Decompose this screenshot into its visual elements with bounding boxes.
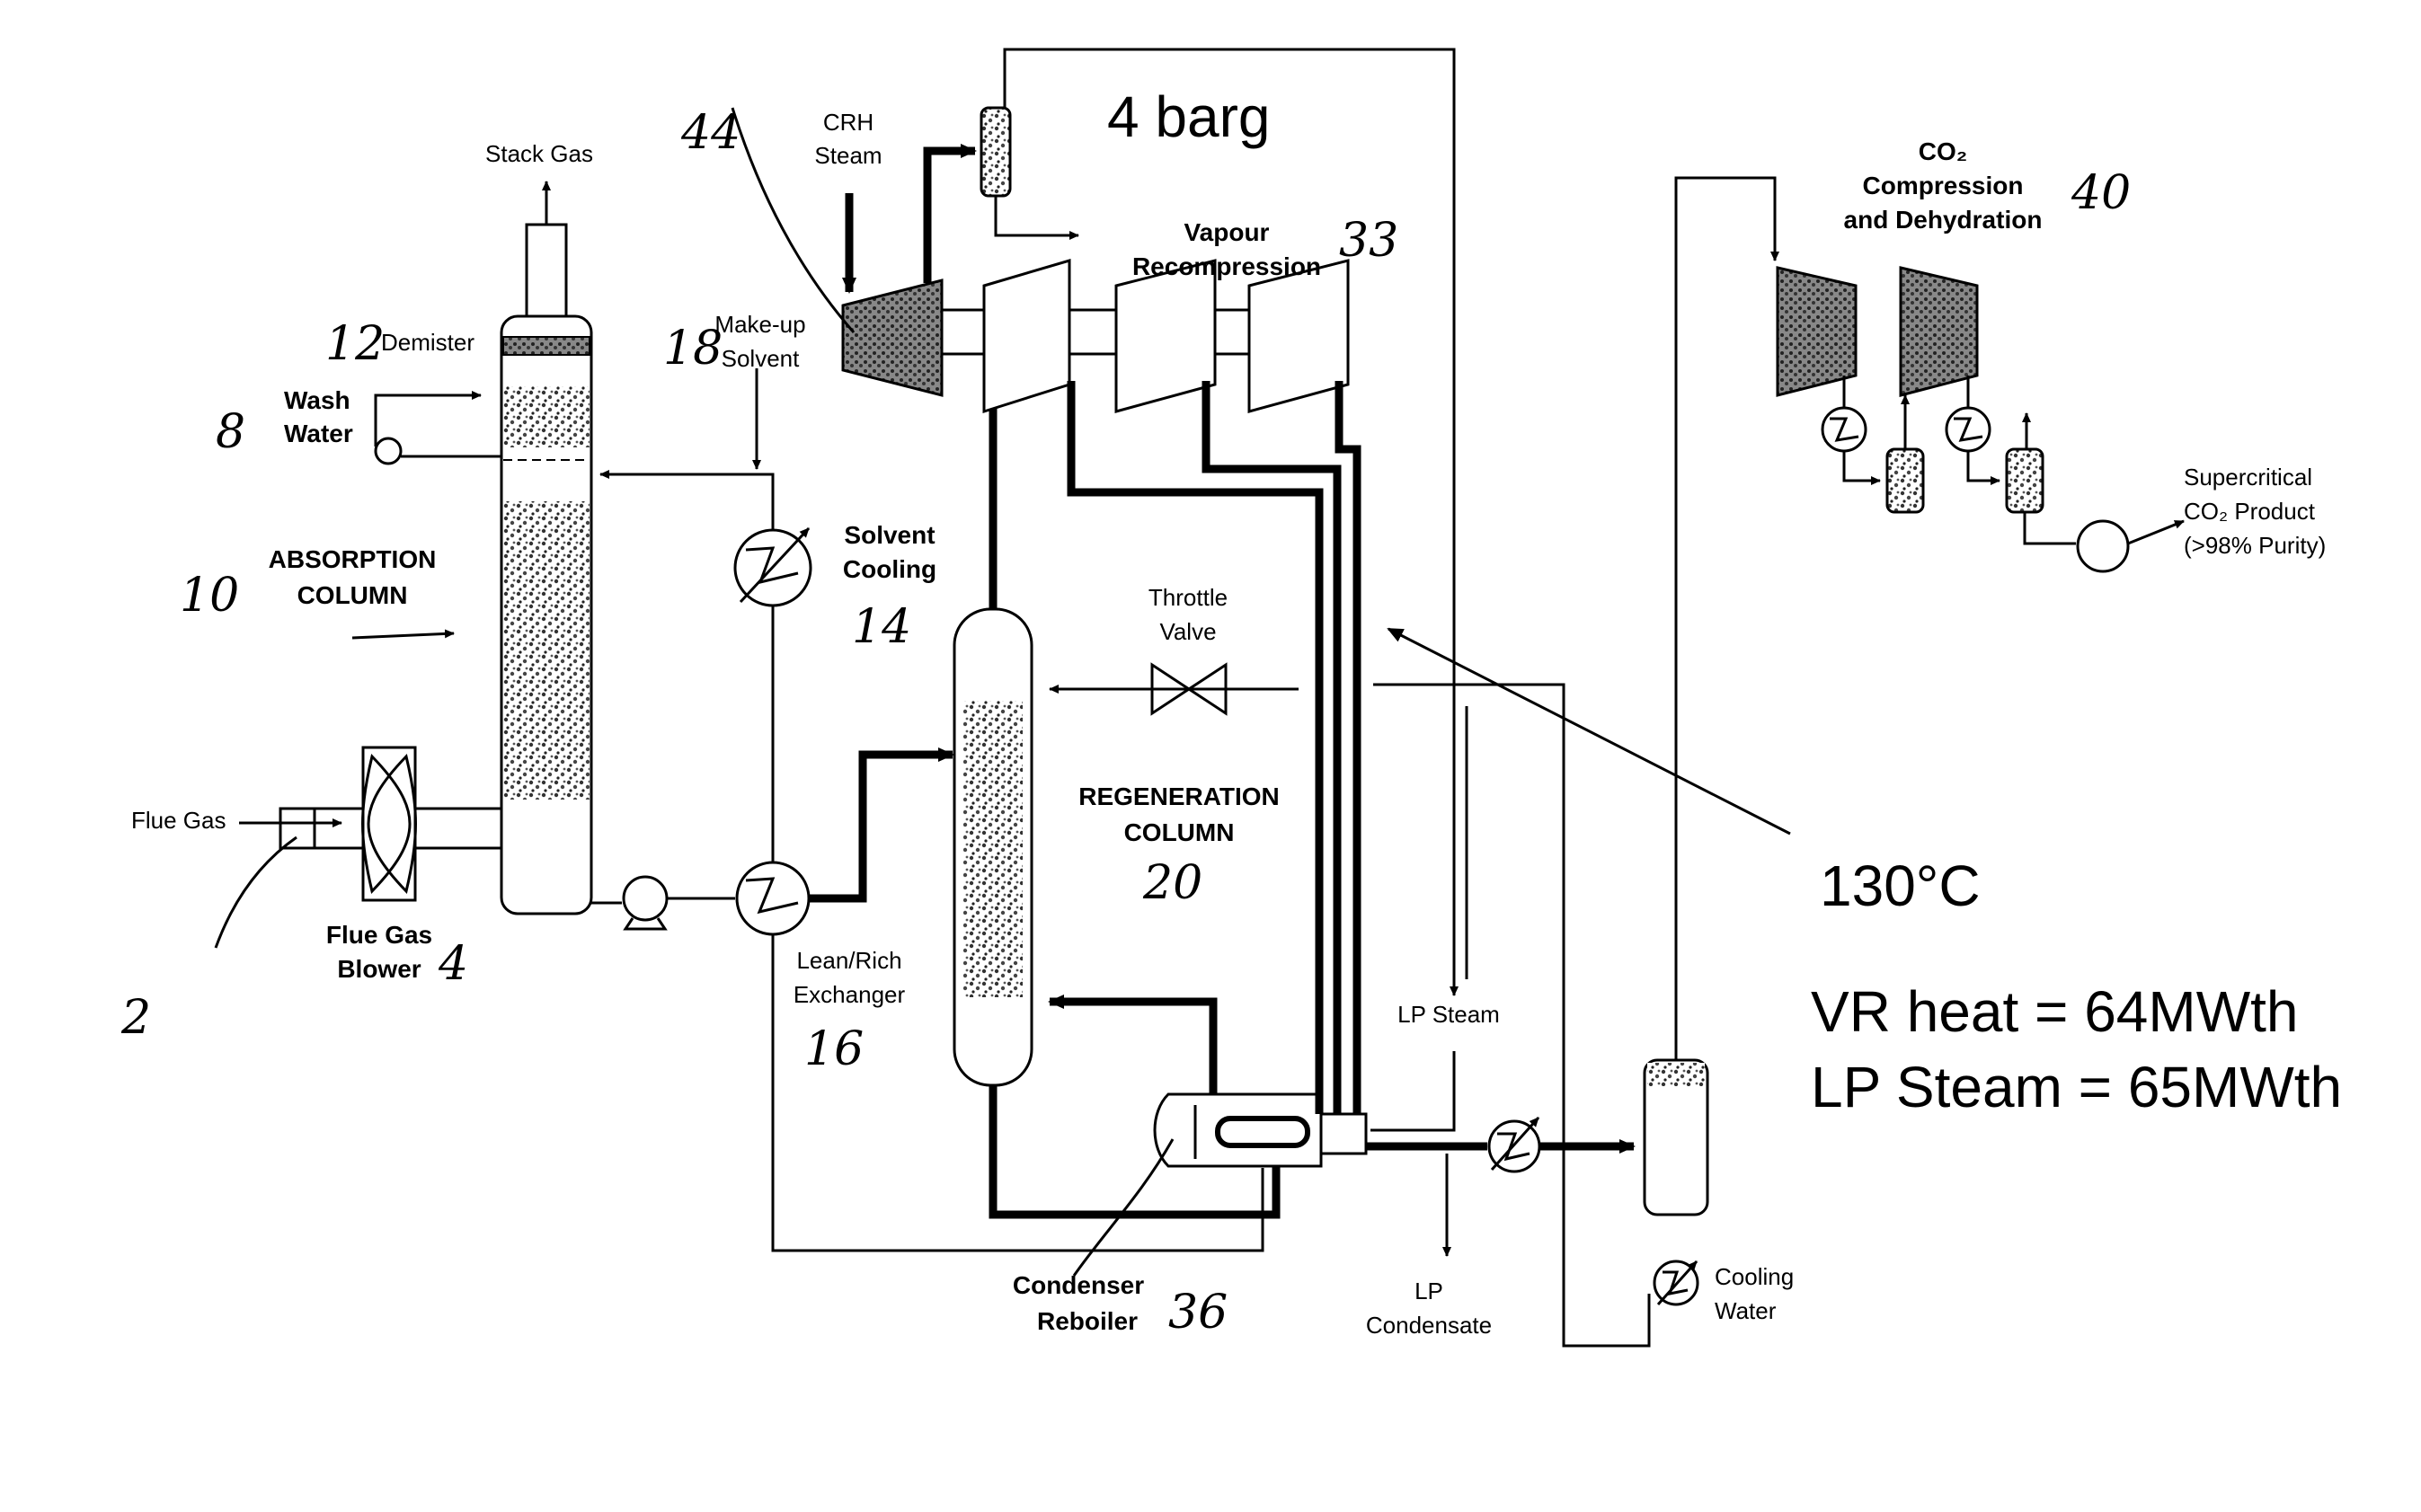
lean-rich-exchanger-label-1: Lean/Rich (796, 947, 901, 974)
stack-gas-label: Stack Gas (485, 140, 593, 167)
condenser-reboiler-label-1: Condenser (1013, 1271, 1144, 1299)
vr-heat-annotation: VR heat = 64MWth (1811, 979, 2298, 1044)
vapour-recompression-label-2: Recompression (1132, 252, 1321, 280)
regeneration-column-label-1: REGENERATION (1078, 783, 1280, 810)
wash-water-pump (376, 395, 501, 464)
knock-out-drum (1645, 1060, 1707, 1215)
ref-8: 8 (216, 405, 245, 459)
steam-separator (981, 108, 1010, 196)
crh-steam-label-1: CRH (823, 109, 874, 136)
ref-18: 18 (663, 322, 723, 376)
supercritical-label-2: CO₂ Product (2184, 498, 2316, 525)
lp-steam-label: LP Steam (1397, 1001, 1500, 1028)
co2-label-1: CO₂ (1919, 137, 1967, 165)
ref-36: 36 (1168, 1286, 1228, 1340)
absorption-column-label-2: COLUMN (297, 581, 408, 609)
co2-label-3: and Dehydration (1844, 206, 2043, 234)
condenser-reboiler-label-2: Reboiler (1037, 1307, 1138, 1335)
absorption-column-label-1: ABSORPTION (269, 545, 437, 573)
lp-condensate-label-2: Condensate (1366, 1312, 1492, 1339)
ref-12: 12 (325, 317, 385, 371)
solvent-cooling-label-2: Cooling (843, 555, 936, 583)
makeup-solvent-label-2: Solvent (722, 345, 800, 372)
solvent-cooling-exchanger (735, 528, 811, 606)
solvent-cooling-label-1: Solvent (844, 521, 935, 549)
regeneration-column-label-2: COLUMN (1124, 818, 1235, 846)
ref-40: 40 (2071, 166, 2131, 220)
wash-water-label-1: Wash (284, 386, 350, 414)
supercritical-label-3: (>98% Purity) (2184, 532, 2326, 559)
ref-2: 2 (120, 991, 151, 1045)
ref-10: 10 (180, 569, 239, 623)
regeneration-column (954, 609, 1032, 1085)
vapour-recompression-label-1: Vapour (1184, 218, 1270, 246)
lean-rich-exchanger (737, 862, 809, 934)
makeup-solvent-label-1: Make-up (714, 311, 805, 338)
steam-turbine (843, 280, 942, 395)
lean-rich-exchanger-label-2: Exchanger (794, 981, 906, 1008)
ref-44: 44 (680, 106, 740, 160)
absorption-column (501, 225, 591, 914)
cooling-water-label-2: Water (1715, 1297, 1777, 1324)
rich-solvent-pump (624, 877, 667, 929)
cooling-water-label-1: Cooling (1715, 1263, 1794, 1290)
supercritical-label-1: Supercritical (2184, 464, 2312, 491)
cooling-water-cooler (1654, 1261, 1698, 1304)
ref-16: 16 (804, 1022, 864, 1076)
throttle-valve-label-1: Throttle (1148, 584, 1228, 611)
vapour-recompressors (942, 261, 1348, 411)
flue-gas-blower-label-1: Flue Gas (326, 921, 432, 949)
demister-label: Demister (381, 329, 474, 356)
flue-gas-blower-label-2: Blower (337, 955, 421, 983)
lp-condensate-label-1: LP (1414, 1278, 1443, 1304)
ref-20: 20 (1142, 856, 1202, 910)
lp-steam-heat-annotation: LP Steam = 65MWth (1811, 1055, 2342, 1119)
throttle-valve-label-2: Valve (1159, 618, 1216, 645)
co2-cooler (1489, 1118, 1539, 1172)
ref-33: 33 (1339, 214, 1398, 268)
wash-water-label-2: Water (284, 420, 353, 447)
flue-gas-blower (239, 747, 501, 900)
co2-compressors (1778, 268, 2128, 571)
ref-4: 4 (438, 937, 468, 991)
co2-label-2: Compression (1863, 172, 2024, 199)
ref-14: 14 (852, 600, 911, 654)
flue-gas-label: Flue Gas (131, 807, 226, 834)
crh-steam-label-2: Steam (814, 142, 882, 169)
pressure-annotation: 4 barg (1107, 84, 1270, 149)
temperature-annotation: 130°C (1820, 853, 1981, 918)
